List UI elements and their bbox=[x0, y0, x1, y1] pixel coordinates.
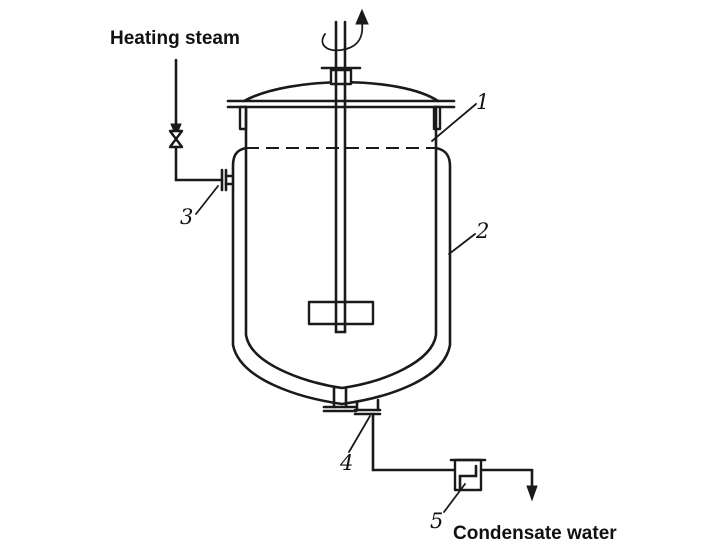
bottom-outlet bbox=[322, 386, 358, 413]
steam-valve-icon bbox=[168, 129, 184, 149]
vessel-lid bbox=[226, 66, 456, 131]
callout-1: 1 bbox=[476, 90, 489, 114]
impeller-blade bbox=[307, 300, 375, 326]
heating-jacket bbox=[231, 146, 452, 406]
condensate-water-label: Condensate water bbox=[453, 523, 617, 544]
heating-steam-label: Heating steam bbox=[110, 28, 240, 49]
callout-3: 3 bbox=[180, 205, 193, 229]
callout-4: 4 bbox=[339, 451, 353, 475]
vessel-inner-wall bbox=[244, 105, 438, 390]
callout-5: 5 bbox=[430, 509, 443, 533]
callout-2: 2 bbox=[475, 219, 489, 243]
leader-lines bbox=[195, 103, 477, 513]
agitator bbox=[307, 20, 375, 334]
condensate-outlet-pipe bbox=[353, 398, 538, 502]
steam-inlet-pipe bbox=[168, 58, 235, 192]
rotation-arrow bbox=[321, 8, 369, 52]
